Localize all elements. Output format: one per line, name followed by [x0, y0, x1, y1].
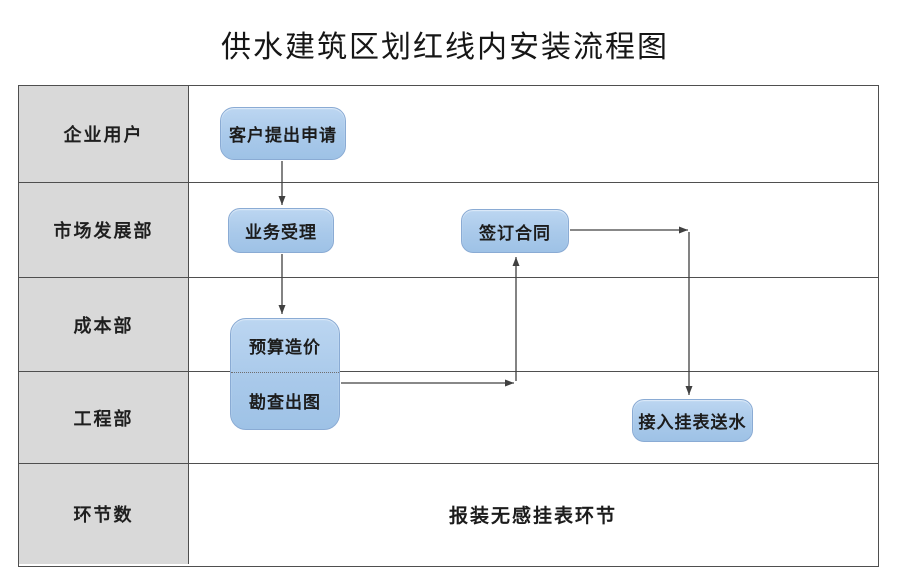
node-label: 客户提出申请 — [229, 126, 337, 145]
lane-label-cell: 市场发展部 — [19, 183, 189, 277]
lane-row-enterprise-user: 企业用户 — [19, 86, 878, 183]
flow-node-customer-apply: 客户提出申请 — [220, 107, 346, 160]
lane-label: 成本部 — [73, 315, 134, 336]
node-label: 勘查出图 — [249, 393, 321, 413]
flow-node-business-accept: 业务受理 — [228, 208, 334, 253]
lane-content-cell — [189, 464, 878, 564]
lane-label-cell: 环节数 — [19, 464, 189, 564]
lane-label: 市场发展部 — [53, 221, 154, 241]
node-label: 签订合同 — [479, 223, 551, 243]
lane-row-step-count: 环节数 — [19, 464, 878, 564]
node-label: 业务受理 — [245, 223, 317, 242]
dotted-divider — [231, 371, 339, 373]
lane-row-market-dev: 市场发展部 — [19, 183, 878, 278]
lane-label: 环节数 — [73, 505, 134, 525]
page-title: 供水建筑区划红线内安装流程图 — [221, 31, 669, 64]
node-budget-half: 预算造价 — [231, 319, 339, 372]
lane-label: 企业用户 — [63, 125, 144, 145]
node-label: 预算造价 — [249, 337, 321, 357]
flow-node-sign-contract: 签订合同 — [461, 209, 569, 253]
lane-row-cost-dept: 成本部 — [19, 278, 878, 372]
node-survey-half: 勘查出图 — [231, 373, 339, 429]
lane-label-cell: 企业用户 — [19, 86, 189, 182]
node-label: 接入挂表送水 — [638, 413, 747, 432]
lane-label-cell: 成本部 — [19, 278, 189, 371]
lane-label: 工程部 — [73, 408, 134, 429]
flow-node-connect-meter-water: 接入挂表送水 — [632, 399, 753, 442]
footer-cell: 报装无感挂表环节 — [189, 464, 877, 564]
footer-label: 报装无感挂表环节 — [448, 505, 617, 527]
flow-node-budget-survey: 预算造价 勘查出图 — [230, 318, 340, 430]
lane-label-cell: 工程部 — [19, 372, 189, 463]
